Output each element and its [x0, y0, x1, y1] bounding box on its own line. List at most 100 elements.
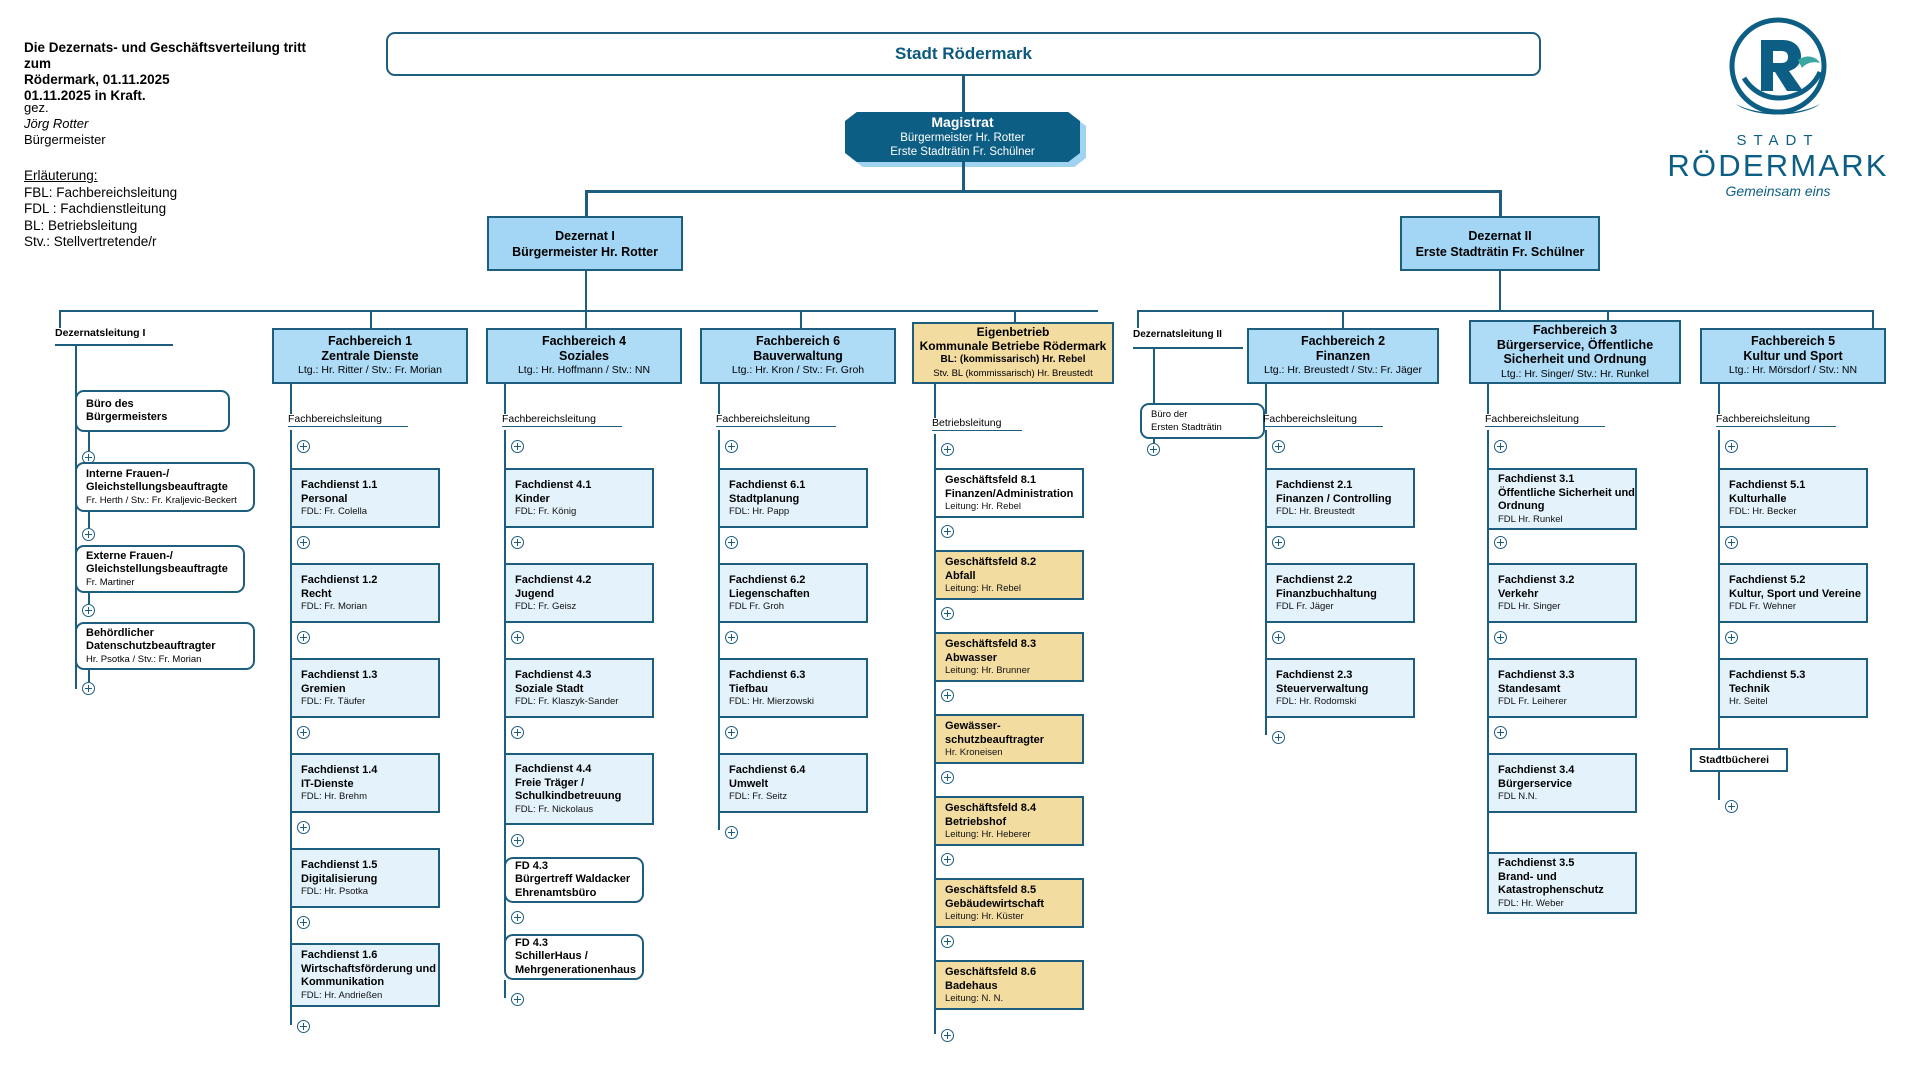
expand-plus-icon[interactable]: [1494, 726, 1507, 739]
expand-plus-icon[interactable]: [941, 853, 954, 866]
unit-box-fd-6-2[interactable]: Fachdienst 6.2 Liegenschaften FDL Fr. Gr…: [718, 563, 868, 623]
unit-box-gf-8-2[interactable]: Geschäftsfeld 8.2 Abfall Leitung: Hr. Re…: [934, 550, 1084, 600]
staff-box-interne-gleichstellung[interactable]: Interne Frauen-/ Gleichstellungsbeauftra…: [75, 462, 255, 512]
expand-plus-icon[interactable]: [82, 528, 95, 541]
unit-line1: Fachdienst 3.2: [1498, 574, 1575, 586]
connector-fd64-end: [718, 813, 720, 830]
unit-box-fd-1-2[interactable]: Fachdienst 1.2 Recht FDL: Fr. Morian: [290, 563, 440, 623]
fachbereich-3-header[interactable]: Fachbereich 3 Bürgerservice, Öffentliche…: [1469, 320, 1681, 384]
expand-plus-icon[interactable]: [297, 631, 310, 644]
expand-plus-icon[interactable]: [1272, 536, 1285, 549]
dezernat-1-box[interactable]: Dezernat I Bürgermeister Hr. Rotter: [487, 216, 683, 271]
unit-box-fd-3-1[interactable]: Fachdienst 3.1 Öffentliche Sicherheit un…: [1487, 468, 1637, 530]
unit-box-fd-3-4[interactable]: Fachdienst 3.4 Bürgerservice FDL N.N.: [1487, 753, 1637, 813]
unit-box-gf-8-1[interactable]: Geschäftsfeld 8.1 Finanzen/Administratio…: [934, 468, 1084, 518]
expand-plus-icon[interactable]: [82, 682, 95, 695]
expand-plus-icon[interactable]: [1494, 631, 1507, 644]
expand-plus-icon[interactable]: [511, 993, 524, 1006]
unit-box-fd-5-2[interactable]: Fachdienst 5.2 Kultur, Sport und Vereine…: [1718, 563, 1868, 623]
unit-box-fd-6-4[interactable]: Fachdienst 6.4 Umwelt FDL: Fr. Seitz: [718, 753, 868, 813]
unit-box-fd-3-3[interactable]: Fachdienst 3.3 Standesamt FDL Fr. Leiher…: [1487, 658, 1637, 718]
staff-box-buero-buergermeister[interactable]: Büro des Bürgermeisters: [75, 390, 230, 432]
expand-plus-icon[interactable]: [511, 631, 524, 644]
expand-plus-icon[interactable]: [941, 689, 954, 702]
expand-plus-icon[interactable]: [297, 536, 310, 549]
staff-box-buero-stadtraetin[interactable]: Büro der Ersten Stadträtin: [1140, 403, 1265, 439]
expand-plus-icon[interactable]: [511, 536, 524, 549]
expand-plus-icon[interactable]: [1725, 631, 1738, 644]
unit-box-fd-4-4[interactable]: Fachdienst 4.4 Freie Träger / Schulkindb…: [504, 753, 654, 825]
expand-plus-icon[interactable]: [297, 821, 310, 834]
expand-plus-icon[interactable]: [1272, 731, 1285, 744]
expand-plus-icon[interactable]: [1725, 440, 1738, 453]
expand-plus-icon[interactable]: [297, 1020, 310, 1033]
unit-box-fd-6-1[interactable]: Fachdienst 6.1 Stadtplanung FDL: Hr. Pap…: [718, 468, 868, 528]
expand-plus-icon[interactable]: [1272, 631, 1285, 644]
expand-plus-icon[interactable]: [941, 1029, 954, 1042]
unit-box-fd-4-2[interactable]: Fachdienst 4.2 Jugend FDL: Fr. Geisz: [504, 563, 654, 623]
staff-box-externe-gleichstellung[interactable]: Externe Frauen-/ Gleichstellungsbeauftra…: [75, 545, 245, 593]
fachbereich-6-header[interactable]: Fachbereich 6 Bauverwaltung Ltg.: Hr. Kr…: [700, 328, 896, 384]
expand-plus-icon[interactable]: [82, 604, 95, 617]
expand-plus-icon[interactable]: [725, 826, 738, 839]
expand-plus-icon[interactable]: [941, 607, 954, 620]
unit-box-fd-6-3[interactable]: Fachdienst 6.3 Tiefbau FDL: Hr. Mierzows…: [718, 658, 868, 718]
connector-bus-dezernat2: [1499, 190, 1502, 217]
connector-drop-fb1: [370, 310, 372, 328]
unit-box-fd-3-2[interactable]: Fachdienst 3.2 Verkehr FDL Hr. Singer: [1487, 563, 1637, 623]
fachbereich-4-header[interactable]: Fachbereich 4 Soziales Ltg.: Hr. Hoffman…: [486, 328, 682, 384]
unit-box-gf-8-3[interactable]: Geschäftsfeld 8.3 Abwasser Leitung: Hr. …: [934, 632, 1084, 682]
unit-box-fd-1-3[interactable]: Fachdienst 1.3 Gremien FDL: Fr. Täufer: [290, 658, 440, 718]
unit-box-fd-1-1[interactable]: Fachdienst 1.1 Personal FDL: Fr. Colella: [290, 468, 440, 528]
unit-box-fd-2-1[interactable]: Fachdienst 2.1 Finanzen / Controlling FD…: [1265, 468, 1415, 528]
expand-plus-icon[interactable]: [511, 834, 524, 847]
unit-box-schillerhaus[interactable]: FD 4.3 SchillerHaus / Mehrgenerationenha…: [504, 934, 644, 980]
expand-plus-icon[interactable]: [1725, 800, 1738, 813]
unit-box-stadtbuecherei[interactable]: Stadtbücherei: [1690, 748, 1788, 772]
connector-fd31-fd32: [1487, 530, 1489, 548]
expand-plus-icon[interactable]: [1725, 536, 1738, 549]
expand-plus-icon[interactable]: [1494, 536, 1507, 549]
expand-plus-icon[interactable]: [297, 440, 310, 453]
unit-box-fd-4-1[interactable]: Fachdienst 4.1 Kinder FDL: Fr. König: [504, 468, 654, 528]
unit-box-fd-1-5[interactable]: Fachdienst 1.5 Digitalisierung FDL: Hr. …: [290, 848, 440, 908]
unit-box-gf-8-6[interactable]: Geschäftsfeld 8.6 Badehaus Leitung: N. N…: [934, 960, 1084, 1010]
expand-plus-icon[interactable]: [511, 440, 524, 453]
expand-plus-icon[interactable]: [511, 726, 524, 739]
connector-fd14-fd15: [290, 813, 292, 833]
unit-box-gewaesserschutzbeauftragter[interactable]: Gewässer- schutzbeauftragter Hr. Kroneis…: [934, 714, 1084, 764]
unit-box-fd-5-3[interactable]: Fachdienst 5.3 Technik Hr. Seitel: [1718, 658, 1868, 718]
unit-box-fd-5-1[interactable]: Fachdienst 5.1 Kulturhalle FDL: Hr. Beck…: [1718, 468, 1868, 528]
fachbereich-1-header[interactable]: Fachbereich 1 Zentrale Dienste Ltg.: Hr.…: [272, 328, 468, 384]
unit-box-gf-8-5[interactable]: Geschäftsfeld 8.5 Gebäudewirtschaft Leit…: [934, 878, 1084, 928]
eigenbetrieb-header[interactable]: Eigenbetrieb Kommunale Betriebe Rödermar…: [912, 322, 1114, 384]
expand-plus-icon[interactable]: [725, 440, 738, 453]
dezernat-2-box[interactable]: Dezernat II Erste Stadträtin Fr. Schülne…: [1400, 216, 1600, 271]
unit-box-fd-2-3[interactable]: Fachdienst 2.3 Steuerverwaltung FDL: Hr.…: [1265, 658, 1415, 718]
expand-plus-icon[interactable]: [511, 911, 524, 924]
unit-box-fd-2-2[interactable]: Fachdienst 2.2 Finanzbuchhaltung FDL Fr.…: [1265, 563, 1415, 623]
expand-plus-icon[interactable]: [725, 726, 738, 739]
expand-plus-icon[interactable]: [725, 631, 738, 644]
unit-box-buergertreff-waldacker[interactable]: FD 4.3 Bürgertreff Waldacker Ehrenamtsbü…: [504, 857, 644, 903]
expand-plus-icon[interactable]: [941, 525, 954, 538]
expand-plus-icon[interactable]: [941, 771, 954, 784]
expand-plus-icon[interactable]: [941, 935, 954, 948]
expand-plus-icon[interactable]: [1494, 440, 1507, 453]
expand-plus-icon[interactable]: [1272, 440, 1285, 453]
fachbereich-2-header[interactable]: Fachbereich 2 Finanzen Ltg.: Hr. Breuste…: [1247, 328, 1439, 384]
fachbereich-5-header[interactable]: Fachbereich 5 Kultur und Sport Ltg.: Hr.…: [1700, 328, 1886, 384]
unit-box-fd-4-3[interactable]: Fachdienst 4.3 Soziale Stadt FDL: Fr. Kl…: [504, 658, 654, 718]
expand-plus-icon[interactable]: [941, 443, 954, 456]
unit-box-fd-1-4[interactable]: Fachdienst 1.4 IT-Dienste FDL: Hr. Brehm: [290, 753, 440, 813]
unit-line2: Verkehr: [1498, 587, 1539, 600]
unit-box-gf-8-4[interactable]: Geschäftsfeld 8.4 Betriebshof Leitung: H…: [934, 796, 1084, 846]
expand-plus-icon[interactable]: [1147, 443, 1160, 456]
expand-plus-icon[interactable]: [297, 726, 310, 739]
magistrat-deputy: Erste Stadträtin Fr. Schülner: [890, 146, 1035, 158]
expand-plus-icon[interactable]: [297, 916, 310, 929]
unit-box-fd-1-6[interactable]: Fachdienst 1.6 Wirtschaftsförderung und …: [290, 943, 440, 1007]
unit-box-fd-3-5[interactable]: Fachdienst 3.5 Brand- und Katastrophensc…: [1487, 852, 1637, 914]
staff-box-datenschutzbeauftragter[interactable]: Behördlicher Datenschutzbeauftragter Hr.…: [75, 622, 255, 670]
expand-plus-icon[interactable]: [725, 536, 738, 549]
